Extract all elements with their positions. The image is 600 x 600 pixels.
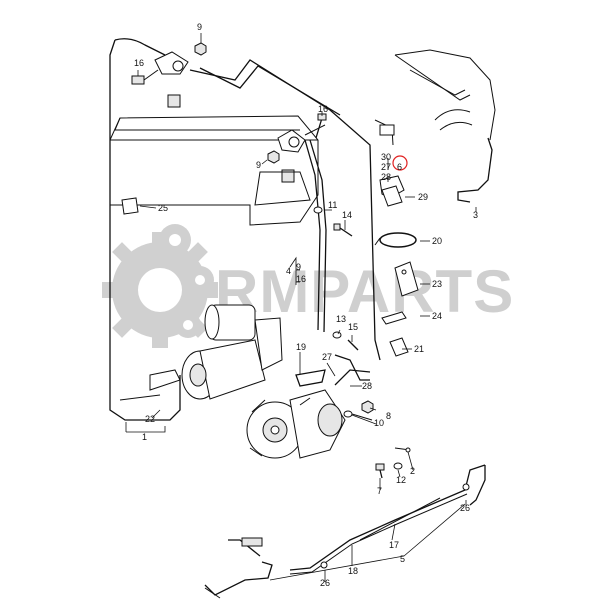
label-22: 22 bbox=[145, 414, 155, 424]
connector-2 bbox=[394, 447, 411, 453]
washer-13 bbox=[332, 331, 342, 339]
label-5: 5 bbox=[400, 554, 405, 564]
gear-icon-small-right bbox=[186, 266, 214, 294]
holder-21 bbox=[389, 337, 409, 357]
bolt-7 bbox=[375, 463, 385, 479]
leader-lines bbox=[125, 33, 477, 582]
label-25: 25 bbox=[158, 203, 168, 213]
alternator bbox=[246, 389, 346, 459]
glow-plug-bracket bbox=[204, 537, 273, 599]
label-23: 23 bbox=[432, 279, 442, 289]
battery bbox=[109, 94, 319, 226]
label-16: 16 bbox=[296, 274, 306, 284]
washer-10 bbox=[343, 410, 373, 421]
label-29: 29 bbox=[418, 192, 428, 202]
label-7: 7 bbox=[377, 486, 382, 496]
gear-icon-small-top bbox=[159, 224, 191, 256]
label-17: 17 bbox=[389, 540, 399, 550]
cable-17-18 bbox=[289, 464, 486, 575]
watermark-text: RMPARTS bbox=[215, 258, 514, 325]
label-27: 27 bbox=[381, 162, 391, 172]
label-12: 12 bbox=[396, 475, 406, 485]
label-1: 1 bbox=[142, 432, 147, 442]
watermark-logo: RMPARTS bbox=[102, 224, 514, 348]
label-30: 30 bbox=[381, 152, 391, 162]
label-24: 24 bbox=[432, 311, 442, 321]
label-14: 14 bbox=[342, 210, 352, 220]
nut-9-top bbox=[194, 42, 207, 56]
label-4: 4 bbox=[286, 266, 291, 276]
label-8: 8 bbox=[386, 411, 391, 421]
bolt-14 bbox=[333, 223, 353, 237]
gear-icon-small-bottom bbox=[175, 312, 201, 338]
clamp-20 bbox=[374, 232, 417, 248]
nut-9-left bbox=[267, 150, 280, 164]
battery-frame bbox=[109, 38, 181, 421]
washer-11 bbox=[313, 206, 323, 214]
label-9: 9 bbox=[256, 160, 261, 170]
part-labels: 9 16 16 9 30 27 6 28 29 3 11 14 25 20 4 … bbox=[134, 22, 478, 588]
label-3: 3 bbox=[473, 210, 478, 220]
vehicle-outline bbox=[394, 49, 496, 203]
label-16: 16 bbox=[134, 58, 144, 68]
bracket-23 bbox=[394, 261, 419, 297]
label-15: 15 bbox=[348, 322, 358, 332]
tie-19 bbox=[295, 369, 326, 387]
label-16: 16 bbox=[318, 104, 328, 114]
label-27: 27 bbox=[322, 352, 332, 362]
label-13: 13 bbox=[336, 314, 346, 324]
label-9: 9 bbox=[296, 262, 301, 272]
label-11: 11 bbox=[328, 200, 337, 210]
terminal-clamp-right bbox=[277, 124, 326, 153]
bolt-15 bbox=[347, 339, 359, 351]
terminal-28 bbox=[334, 369, 371, 386]
label-19: 19 bbox=[296, 342, 306, 352]
label-20: 20 bbox=[432, 236, 442, 246]
label-26: 26 bbox=[320, 578, 330, 588]
label-18: 18 bbox=[348, 566, 358, 576]
holder-29 bbox=[381, 185, 403, 207]
starter-motor bbox=[181, 304, 283, 400]
label-6: 6 bbox=[397, 162, 402, 172]
label-28: 28 bbox=[381, 172, 391, 182]
label-21: 21 bbox=[414, 344, 424, 354]
label-26: 26 bbox=[460, 503, 470, 513]
bolt-16 bbox=[315, 113, 327, 139]
strap-24 bbox=[381, 311, 407, 325]
label-28: 28 bbox=[362, 381, 372, 391]
washer-12 bbox=[393, 462, 403, 470]
label-10: 10 bbox=[374, 418, 384, 428]
clip-25 bbox=[121, 197, 139, 215]
highlight-marker bbox=[392, 155, 408, 171]
label-9: 9 bbox=[197, 22, 202, 32]
label-2: 2 bbox=[410, 466, 415, 476]
cables bbox=[189, 59, 394, 381]
nut-8 bbox=[361, 400, 374, 414]
terminal-clamp-left bbox=[131, 51, 189, 85]
